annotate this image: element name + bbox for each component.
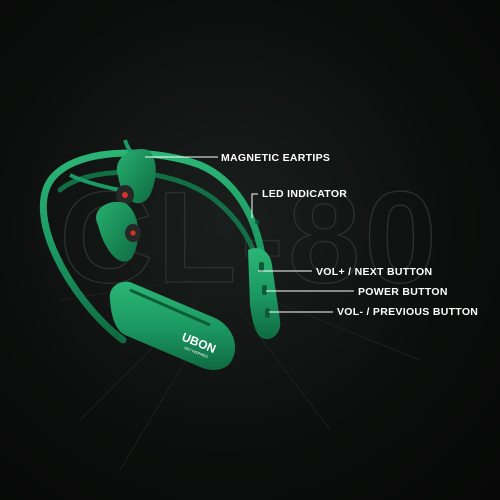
main-body xyxy=(109,281,236,370)
callout-magnetic-eartips: MAGNETIC EARTIPS xyxy=(221,152,331,164)
neckband-cable xyxy=(40,149,266,344)
callout-power-button: POWER BUTTON xyxy=(358,286,448,298)
neckband-cable-back xyxy=(57,169,261,265)
led-indicator xyxy=(255,220,259,224)
earbud-cable-left xyxy=(69,173,121,192)
leader-lines xyxy=(145,156,354,313)
callout-vol-down-previous: VOL- / PREVIOUS BUTTON xyxy=(337,306,479,318)
earbud-bottom xyxy=(96,201,141,262)
leader-led xyxy=(251,193,258,218)
earbud-top xyxy=(116,149,156,205)
vol-down-button xyxy=(265,308,270,318)
power-button xyxy=(262,285,267,295)
callout-led-indicator: LED INDICATOR xyxy=(262,188,348,200)
callout-vol-up-next: VOL+ / NEXT BUTTON xyxy=(316,266,433,278)
vol-up-button xyxy=(259,262,264,272)
